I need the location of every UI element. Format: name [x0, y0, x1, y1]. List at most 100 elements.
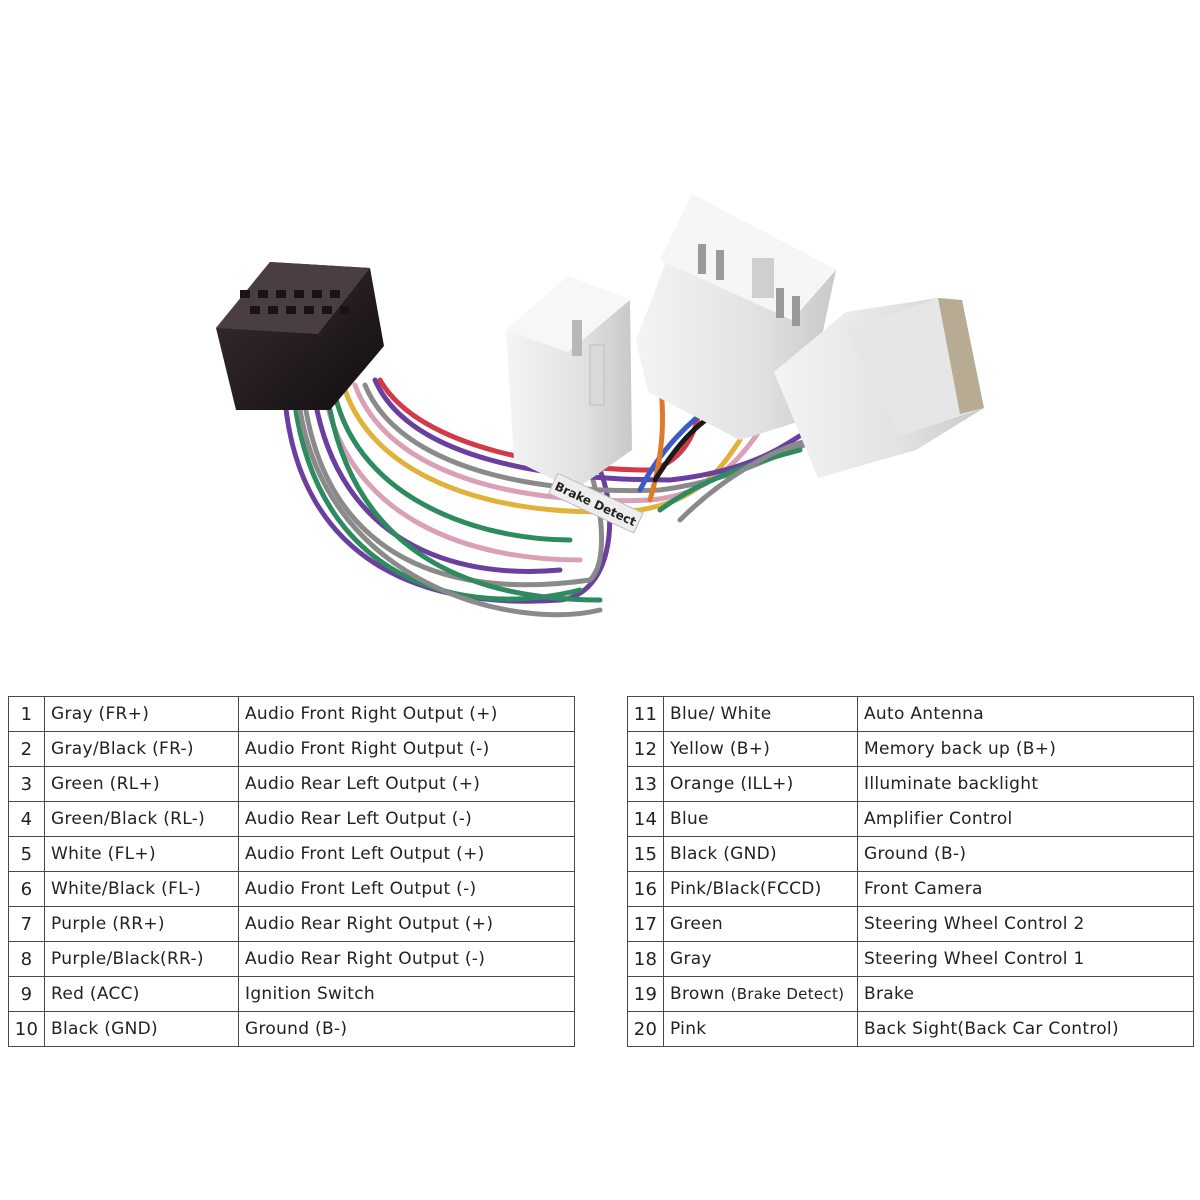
wire-color-label: Purple/Black(RR-) [51, 949, 204, 969]
wire-color: Orange (ILL+) [663, 766, 858, 802]
pin-number: 2 [8, 731, 45, 767]
pin-number: 12 [627, 731, 664, 767]
wire-color-label: Gray (FR+) [51, 704, 150, 724]
block-white-connector [774, 298, 984, 478]
pin-function: Front Camera [857, 871, 1194, 907]
wire-color-label: Pink [670, 1019, 707, 1039]
wire-color: Green [663, 906, 858, 942]
wire-color-label: White (FL+) [51, 844, 156, 864]
pin-number: 7 [8, 906, 45, 942]
pin-function: Audio Front Right Output (+) [238, 696, 575, 732]
pin-function: Steering Wheel Control 1 [857, 941, 1194, 977]
wire-color: Pink [663, 1011, 858, 1047]
wire-color-label: Black (GND) [670, 844, 777, 864]
wire-color-label: Black (GND) [51, 1019, 158, 1039]
wire-color-label: Gray/Black (FR-) [51, 739, 194, 759]
wire-color: Black (GND) [44, 1011, 239, 1047]
wire-color-label: Green (RL+) [51, 774, 160, 794]
wire-color: Green/Black (RL-) [44, 801, 239, 837]
wire-color: Purple/Black(RR-) [44, 941, 239, 977]
wiring-harness-photo: Brake Detect [216, 194, 984, 618]
wire-color: Pink/Black(FCCD) [663, 871, 858, 907]
wire-color-label: Gray [670, 949, 712, 969]
pin-function: Auto Antenna [857, 696, 1194, 732]
pin-number: 10 [8, 1011, 45, 1047]
pin-function: Back Sight(Back Car Control) [857, 1011, 1194, 1047]
small-white-connector [506, 276, 632, 490]
pin-function: Ground (B-) [857, 836, 1194, 872]
pin-row: 7 Purple (RR+) Audio Rear Right Output (+) [8, 906, 575, 942]
pin-number: 1 [8, 696, 45, 732]
pin-row: 12 Yellow (B+) Memory back up (B+) [627, 731, 1194, 767]
pin-row: 18 Gray Steering Wheel Control 1 [627, 941, 1194, 977]
wire-color: Blue [663, 801, 858, 837]
pin-function: Audio Rear Left Output (-) [238, 801, 575, 837]
wire-color-label: Blue [670, 809, 709, 829]
pin-number: 16 [627, 871, 664, 907]
pin-function: Illuminate backlight [857, 766, 1194, 802]
pin-function: Audio Rear Right Output (+) [238, 906, 575, 942]
wire-color: Purple (RR+) [44, 906, 239, 942]
wire-color-label: White/Black (FL-) [51, 879, 202, 899]
wire-color-label: Orange (ILL+) [670, 774, 794, 794]
pin-row: 17 Green Steering Wheel Control 2 [627, 906, 1194, 942]
wire-color: Gray (FR+) [44, 696, 239, 732]
wire-color: Black (GND) [663, 836, 858, 872]
wire-color: Yellow (B+) [663, 731, 858, 767]
wire-color: Gray [663, 941, 858, 977]
wire-color-note: (Brake Detect) [730, 985, 845, 1003]
pin-function: Audio Front Right Output (-) [238, 731, 575, 767]
wire-color: Red (ACC) [44, 976, 239, 1012]
pin-row: 1 Gray (FR+) Audio Front Right Output (+) [8, 696, 575, 732]
wire-color: Gray/Black (FR-) [44, 731, 239, 767]
pin-row: 3 Green (RL+) Audio Rear Left Output (+) [8, 766, 575, 802]
wire-color-label: Green [670, 914, 723, 934]
pin-number: 8 [8, 941, 45, 977]
pin-number: 3 [8, 766, 45, 802]
pin-number: 6 [8, 871, 45, 907]
pin-function: Brake [857, 976, 1194, 1012]
wire-color: Blue/ White [663, 696, 858, 732]
wire-color: Brown (Brake Detect) [663, 976, 858, 1012]
pin-row: 4 Green/Black (RL-) Audio Rear Left Output… [8, 801, 575, 837]
pin-number: 20 [627, 1011, 664, 1047]
wire-color-label: Brown [670, 984, 725, 1004]
pin-row: 2 Gray/Black (FR-) Audio Front Right Outpu… [8, 731, 575, 767]
pin-number: 17 [627, 906, 664, 942]
wire-color-label: Yellow (B+) [670, 739, 771, 759]
pin-number: 19 [627, 976, 664, 1012]
pin-function: Amplifier Control [857, 801, 1194, 837]
wire-color: White (FL+) [44, 836, 239, 872]
pin-number: 5 [8, 836, 45, 872]
pin-number: 13 [627, 766, 664, 802]
pin-row: 13 Orange (ILL+) Illuminate backlight [627, 766, 1194, 802]
pin-function: Ground (B-) [238, 1011, 575, 1047]
wire-color-label: Green/Black (RL-) [51, 809, 206, 829]
main-20-pin-connector [216, 262, 384, 410]
wire-color: Green (RL+) [44, 766, 239, 802]
pin-number: 14 [627, 801, 664, 837]
pin-row: 20 Pink Back Sight(Back Car Control) [627, 1011, 1194, 1047]
pin-row: 16 Pink/Black(FCCD) Front Camera [627, 871, 1194, 907]
wire-color-label: Purple (RR+) [51, 914, 165, 934]
pin-row: 14 Blue Amplifier Control [627, 801, 1194, 837]
pin-number: 4 [8, 801, 45, 837]
wire-color-label: Blue/ White [670, 704, 772, 724]
pin-function: Memory back up (B+) [857, 731, 1194, 767]
pin-function: Steering Wheel Control 2 [857, 906, 1194, 942]
pin-function: Audio Rear Left Output (+) [238, 766, 575, 802]
wire-color-label: Pink/Black(FCCD) [670, 879, 822, 899]
wire-color-label: Red (ACC) [51, 984, 140, 1004]
pin-row: 10 Black (GND) Ground (B-) [8, 1011, 575, 1047]
pin-number: 18 [627, 941, 664, 977]
pin-function: Audio Front Left Output (-) [238, 871, 575, 907]
pin-row: 6 White/Black (FL-) Audio Front Left Outpu… [8, 871, 575, 907]
wire-color: White/Black (FL-) [44, 871, 239, 907]
